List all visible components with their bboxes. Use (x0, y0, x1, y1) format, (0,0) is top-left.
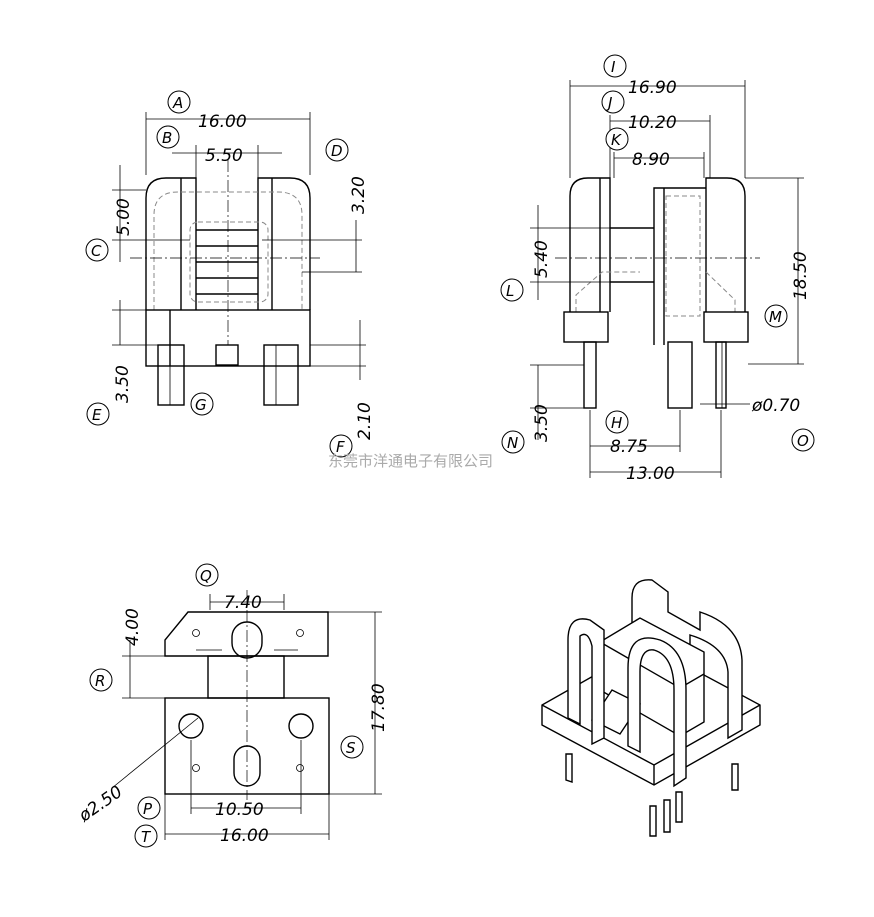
label-P: P (137, 796, 161, 820)
dim-Q-value: 7.40 (224, 593, 262, 613)
label-E: E (86, 402, 110, 426)
dim-J-value: 10.20 (628, 113, 677, 133)
isometric-view (541, 579, 761, 837)
svg-text:J: J (605, 94, 612, 112)
dim-H-value: 8.75 (610, 437, 648, 457)
dim-D-value: 3.20 (349, 176, 369, 214)
svg-text:G: G (195, 396, 207, 414)
svg-text:B: B (162, 129, 172, 147)
side-view: 16.90 10.20 8.90 5.40 18.50 3.50 8.75 (500, 54, 815, 484)
label-J: J (601, 90, 625, 114)
svg-text:C: C (91, 242, 102, 260)
bottom-view: 7.40 4.00 17.80 10.50 16.00 ø2.50 Q R S … (75, 563, 389, 848)
label-N: N (501, 430, 525, 454)
svg-text:I: I (611, 58, 616, 76)
svg-text:A: A (172, 94, 183, 112)
label-T: T (134, 824, 158, 848)
dim-F-value: 2.10 (355, 402, 375, 440)
label-K: K (605, 127, 629, 151)
dim-O-value: ø0.70 (751, 396, 800, 416)
label-C: C (85, 238, 109, 262)
dim-N-value: 3.50 (532, 404, 552, 442)
label-Q: Q (195, 563, 219, 587)
dim-E-value: 3.50 (113, 365, 133, 403)
svg-text:E: E (92, 406, 102, 424)
label-D: D (325, 138, 349, 162)
svg-text:Q: Q (200, 567, 212, 585)
label-O: O (791, 428, 815, 452)
dim-13-value: 13.00 (626, 464, 675, 484)
dim-hole-value: ø2.50 (75, 782, 127, 827)
label-A: A (167, 90, 191, 114)
svg-text:N: N (507, 434, 518, 452)
svg-text:T: T (141, 828, 152, 846)
label-B: B (156, 125, 180, 149)
svg-text:F: F (336, 438, 345, 456)
label-F: F (329, 434, 353, 458)
svg-text:H: H (611, 414, 622, 432)
dim-T-value: 16.00 (220, 826, 269, 846)
svg-text:M: M (769, 308, 782, 326)
label-G: G (190, 392, 214, 416)
label-M: M (764, 304, 788, 328)
svg-text:S: S (346, 739, 356, 757)
dim-L-value: 5.40 (532, 240, 552, 278)
front-view: 16.00 5.50 5.00 3.20 3.50 2.10 A B C D E… (85, 90, 375, 458)
dim-S-value: 17.80 (369, 683, 389, 732)
dim-B-value: 5.50 (205, 146, 243, 166)
dim-P-value: 10.50 (215, 800, 264, 820)
label-L: L (500, 278, 524, 302)
label-I: I (603, 54, 627, 78)
svg-text:P: P (143, 800, 153, 818)
svg-text:O: O (797, 432, 809, 450)
dim-C-value: 5.00 (114, 198, 134, 236)
label-S: S (340, 735, 364, 759)
svg-text:K: K (611, 131, 622, 149)
label-R: R (89, 668, 113, 692)
dim-I-value: 16.90 (628, 78, 677, 98)
dim-R-value: 4.00 (123, 608, 143, 646)
watermark: 东莞市洋通电子有限公司 (328, 452, 493, 470)
dim-K-value: 8.90 (632, 150, 670, 170)
svg-text:R: R (95, 672, 105, 690)
dim-A-value: 16.00 (198, 112, 247, 132)
label-H: H (605, 410, 629, 434)
svg-text:D: D (331, 142, 343, 160)
dim-M-value: 18.50 (791, 251, 811, 300)
svg-text:L: L (506, 282, 514, 300)
